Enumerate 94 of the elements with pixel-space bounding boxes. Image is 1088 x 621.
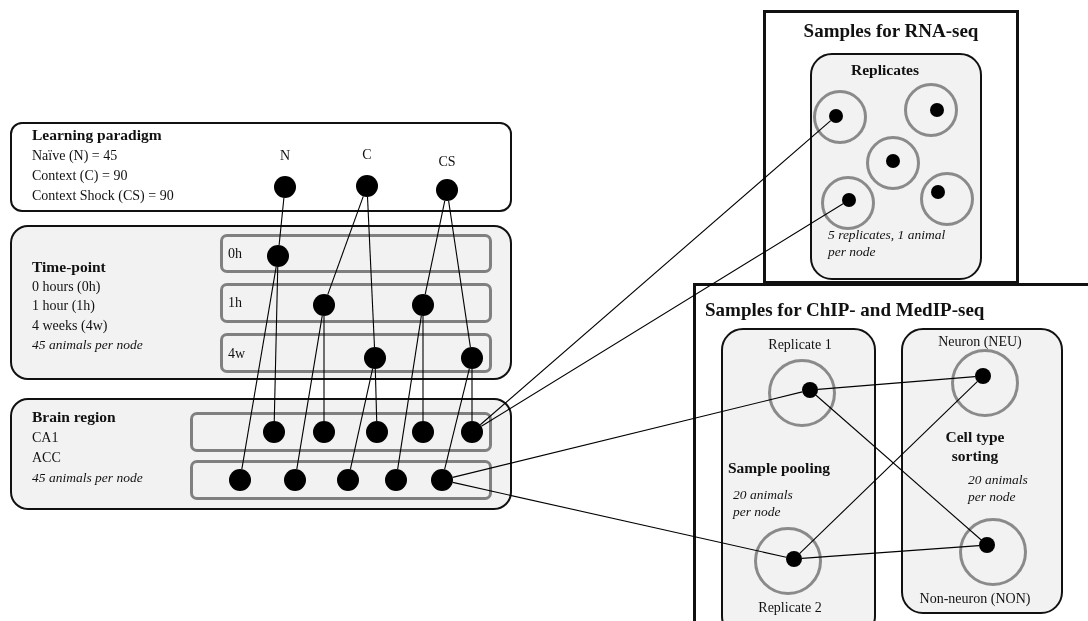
connector-line <box>397 315 422 470</box>
connector-line <box>480 203 844 427</box>
panel-heading: Replicates <box>850 60 920 80</box>
connector-line <box>452 481 787 558</box>
note-text: 45 animals per node <box>32 470 144 487</box>
sample-dot <box>979 537 995 553</box>
panel-text: CA1 <box>32 429 60 447</box>
panel-heading: Time-point <box>32 257 107 277</box>
sample-dot <box>263 421 285 443</box>
sample-dot <box>274 176 296 198</box>
note-text: 5 replicates, 1 animal per node <box>828 227 947 261</box>
sample-dot <box>267 245 289 267</box>
node-label: C <box>361 146 373 164</box>
panel-text: 4w <box>228 345 247 363</box>
node-label: Neuron (NEU) <box>937 333 1023 351</box>
connector-line <box>278 197 285 246</box>
panel-text: Context (C) = 90 <box>32 167 129 185</box>
connector-line <box>452 391 803 478</box>
panel-heading: Cell type sorting <box>944 427 1006 466</box>
panel-heading: Learning paradigm <box>32 125 163 145</box>
sample-dot <box>975 368 991 384</box>
sample-dot <box>364 347 386 369</box>
sample-dot <box>337 469 359 491</box>
region-row <box>190 412 492 452</box>
connector-line <box>799 381 978 554</box>
time-point-row <box>220 283 492 323</box>
panel-text: 4 weeks (4w) <box>32 317 109 335</box>
sample-dot <box>412 294 434 316</box>
sample-dot <box>829 109 843 123</box>
connector-line <box>323 315 325 422</box>
panel-heading: Samples for ChIP- and MedIP-seq <box>705 298 986 322</box>
connector-line <box>815 394 982 541</box>
sample-dot <box>313 421 335 443</box>
sample-dot <box>356 175 378 197</box>
panel-text: 1 hour (1h) <box>32 297 96 315</box>
sample-dot <box>412 421 434 443</box>
sample-dot <box>461 347 483 369</box>
connector-line <box>366 196 376 348</box>
connector-line <box>374 368 378 422</box>
sample-dot <box>461 421 483 443</box>
group-panel <box>810 53 982 280</box>
sample-dot <box>931 185 945 199</box>
note-text: 20 animals per node <box>733 487 794 521</box>
sample-dot <box>366 421 388 443</box>
panel-text: ACC <box>32 449 62 467</box>
note-text: 20 animals per node <box>968 472 1029 506</box>
group-panel <box>10 398 512 510</box>
panel-text: 0h <box>228 245 243 263</box>
node-label: Replicate 2 <box>757 599 823 617</box>
group-panel <box>693 283 1088 621</box>
sample-dot <box>431 469 453 491</box>
sample-dot <box>385 469 407 491</box>
sample-dot <box>802 382 818 398</box>
sample-dot <box>842 193 856 207</box>
node-label: Replicate 1 <box>767 336 833 354</box>
sample-dot <box>786 551 802 567</box>
time-point-row <box>220 234 492 273</box>
group-panel <box>10 225 512 380</box>
panel-text: 0 hours (0h) <box>32 278 102 296</box>
connector-line <box>273 266 279 422</box>
connector-line <box>479 120 832 426</box>
connector-line <box>349 368 374 470</box>
sample-dot <box>930 103 944 117</box>
time-point-row <box>220 333 492 373</box>
note-text: 45 animals per node <box>32 337 144 354</box>
panel-heading: Brain region <box>32 407 117 427</box>
group-panel <box>763 10 1019 284</box>
node-label: CS <box>437 153 457 171</box>
connector-line <box>817 376 976 390</box>
node-label: N <box>278 147 292 165</box>
sample-dot <box>284 469 306 491</box>
connector-line <box>801 545 980 559</box>
panel-heading: Samples for RNA-seq <box>802 19 980 43</box>
panel-text: 1h <box>228 294 243 312</box>
connector-line <box>471 368 473 422</box>
sample-dot <box>886 154 900 168</box>
panel-text: Naïve (N) = 45 <box>32 147 119 165</box>
connector-line <box>327 195 364 296</box>
node-label: Non-neuron (NON) <box>918 590 1032 608</box>
sample-dot <box>313 294 335 316</box>
connector-line <box>296 315 323 470</box>
panel-text: Context Shock (CS) = 90 <box>32 187 175 205</box>
group-panel <box>10 122 512 212</box>
connector-line <box>424 200 446 295</box>
sample-dot <box>229 469 251 491</box>
group-panel <box>901 328 1063 614</box>
connector-line <box>448 200 471 348</box>
panel-heading: Sample pooling <box>728 458 832 478</box>
connector-line <box>241 266 277 470</box>
group-panel <box>721 328 876 621</box>
sample-dot <box>436 179 458 201</box>
connector-line <box>422 315 424 422</box>
region-row <box>190 460 492 500</box>
connector-line <box>444 368 470 470</box>
